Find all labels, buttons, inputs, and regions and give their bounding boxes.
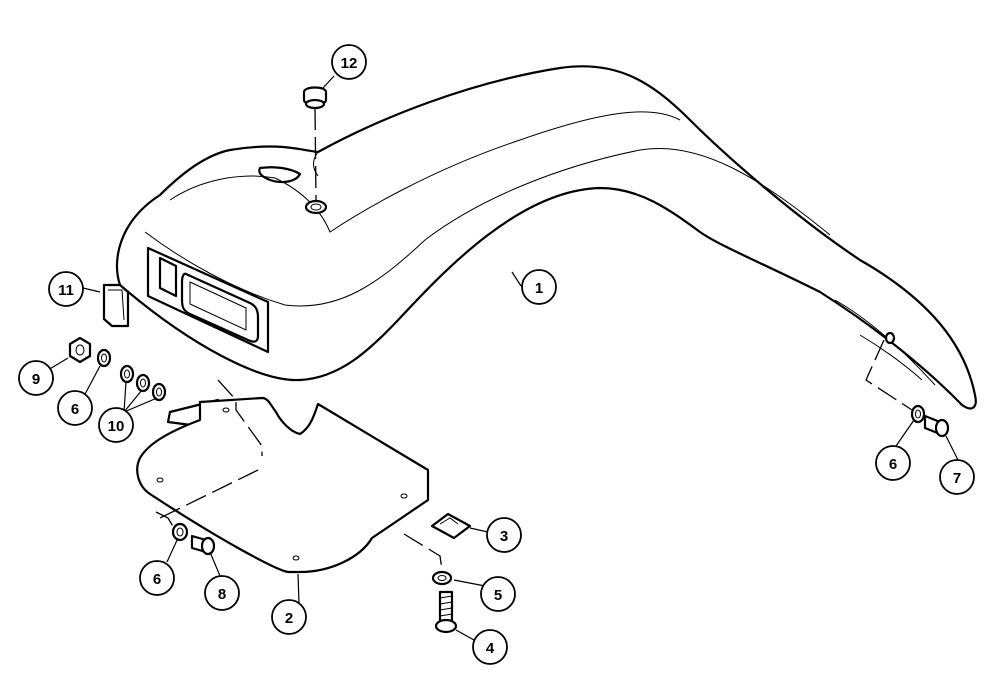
- callout-10: 10: [98, 407, 134, 443]
- callout-3: 3: [486, 517, 522, 553]
- svg-text:5: 5: [494, 587, 502, 604]
- callout-8: 8: [204, 575, 240, 611]
- svg-text:12: 12: [341, 55, 358, 72]
- washer-set: [96, 348, 926, 586]
- svg-text:8: 8: [218, 586, 226, 603]
- callout-6-left: 6: [57, 390, 93, 426]
- bolt-part-7: [923, 414, 950, 438]
- nut-part-9: [68, 336, 92, 364]
- svg-text:1: 1: [535, 280, 543, 297]
- svg-text:7: 7: [953, 470, 961, 487]
- callout-4: 4: [472, 629, 508, 665]
- callout-2: 2: [271, 599, 307, 635]
- svg-text:6: 6: [71, 401, 79, 418]
- plug-part-12: [302, 86, 328, 110]
- svg-text:6: 6: [889, 456, 897, 473]
- leader-lines: [47, 75, 959, 641]
- callout-12: 12: [331, 44, 367, 80]
- speed-nut-part-3: [430, 512, 472, 540]
- bracket-part-2: [136, 396, 430, 574]
- svg-text:2: 2: [285, 610, 293, 627]
- fender-part-1: [115, 65, 977, 410]
- callout-7: 7: [939, 459, 975, 495]
- callout-11: 11: [48, 271, 84, 307]
- svg-text:11: 11: [58, 282, 74, 299]
- svg-text:6: 6: [153, 571, 161, 588]
- callout-1: 1: [521, 269, 557, 305]
- svg-text:3: 3: [500, 528, 508, 545]
- svg-text:10: 10: [108, 418, 125, 435]
- callout-9: 9: [18, 360, 54, 396]
- callout-6-right: 6: [875, 445, 911, 481]
- callout-6-bottom: 6: [139, 560, 175, 596]
- bolt-part-4: [434, 590, 458, 634]
- svg-text:4: 4: [486, 640, 495, 657]
- alignment-lines: [155, 107, 913, 571]
- plug-part-11: [102, 283, 130, 328]
- bolt-part-8: [190, 534, 216, 556]
- svg-text:9: 9: [32, 371, 40, 388]
- callout-5: 5: [480, 576, 516, 612]
